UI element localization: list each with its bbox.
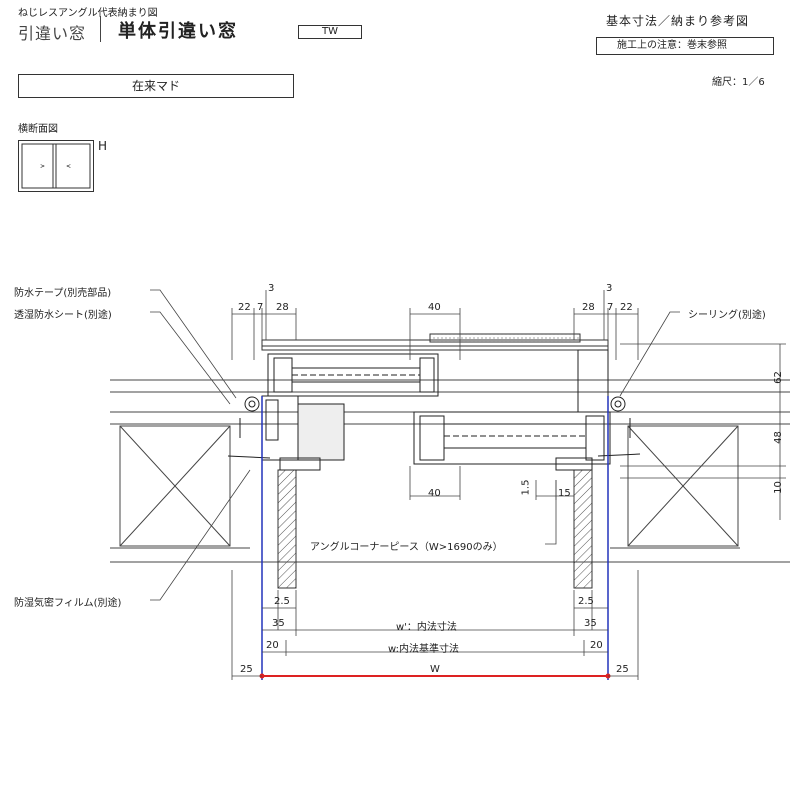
dim-40-top: 40: [428, 302, 441, 313]
section-label: 横断面図: [18, 124, 58, 135]
right-trim: [573, 469, 593, 589]
scale-label: 縮尺：1／6: [712, 77, 765, 88]
top-caption: ねじレスアングル代表納まり図: [18, 8, 158, 19]
window-thumbnail-icon: > <: [18, 140, 94, 192]
screws: [227, 418, 641, 459]
inner-sash: [413, 411, 611, 465]
dimension-lines: [231, 290, 786, 680]
svg-text:<: <: [66, 163, 71, 170]
category-label: 引違い窓: [18, 24, 87, 43]
dim-35-right: 35: [584, 618, 597, 629]
dim-3-left: 3: [268, 283, 275, 294]
dim-25-right: 25: [616, 664, 629, 675]
dim-40-mid: 40: [428, 488, 441, 499]
dim-20-left: 20: [266, 640, 279, 651]
dim-22-right: 22: [620, 302, 633, 313]
header-divider: [100, 16, 101, 42]
dim-10: 10: [772, 481, 784, 494]
model-code: TW: [298, 25, 362, 39]
sealing-beads: [244, 396, 626, 412]
dim-15: 15: [558, 488, 571, 499]
dim-3-right: 3: [606, 283, 613, 294]
wall-lines: [110, 379, 790, 563]
callout-waterproof-tape: 防水テープ(別売部品): [14, 288, 112, 299]
left-jamb: [261, 395, 345, 471]
section-tag: H: [98, 139, 108, 153]
left-stud: [119, 425, 231, 547]
dim-28-right: 28: [582, 302, 595, 313]
dim-7-right: 7: [607, 302, 614, 313]
callout-sealing: シーリング(別途): [688, 310, 766, 321]
dim-w-prime: w'：内法寸法: [396, 622, 457, 633]
dim-25-left: 25: [240, 664, 253, 675]
dim-20-right: 20: [590, 640, 603, 651]
dim-22-left: 22: [238, 302, 251, 313]
page-title: 単体引違い窓: [118, 21, 238, 42]
dim-62: 62: [772, 371, 784, 384]
callout-vapor-film: 防湿気密フィルム(別途): [14, 598, 122, 609]
wall-type-box: 在来マド: [18, 74, 294, 98]
dim-28-left: 28: [276, 302, 289, 313]
outer-sash: [267, 353, 439, 397]
ref-note: 施工上の注意：巻末参照: [596, 37, 774, 55]
callout-corner-piece: アングルコーナーピース（W>1690のみ）: [310, 542, 503, 553]
dim-2-5-left: 2.5: [274, 596, 290, 607]
dim-W: W: [430, 664, 440, 675]
right-stud: [627, 425, 739, 547]
dim-w-basis: w:内法基準寸法: [388, 644, 460, 655]
dim-1-5: 1.5: [520, 479, 532, 496]
ref-title: 基本寸法／納まり参考図: [606, 14, 750, 28]
dim-48: 48: [772, 431, 784, 444]
callout-breathable-sheet: 透湿防水シート(別途): [14, 310, 112, 321]
right-jamb: [555, 349, 609, 471]
left-trim: [277, 469, 297, 589]
dim-7-left: 7: [257, 302, 264, 313]
svg-text:>: >: [40, 163, 45, 170]
leader-lines: [150, 289, 680, 601]
dim-35-left: 35: [272, 618, 285, 629]
frame-head: [261, 333, 609, 351]
blue-reference-lines: [261, 396, 609, 680]
dim-2-5-right: 2.5: [578, 596, 594, 607]
